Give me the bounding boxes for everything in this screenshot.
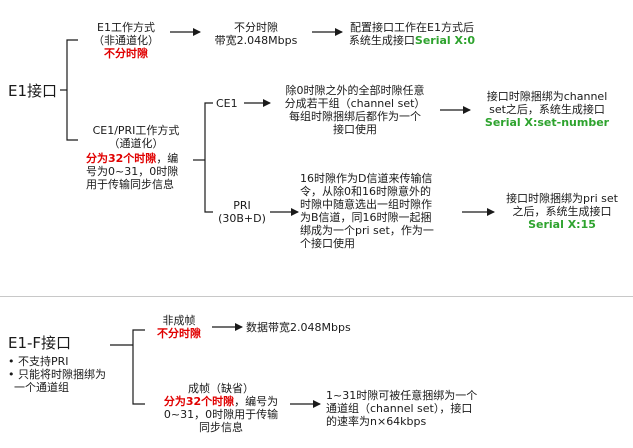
ce1-pri-mode-label: CE1/PRI工作方式 — [92, 124, 180, 137]
e1-mode-note: 不分时隙 — [104, 47, 148, 60]
e1-interface-title: E1接口 — [8, 82, 58, 100]
pri-desc-line4: 为B信道，同16时隙一起捆 — [300, 211, 432, 224]
framed-node: 成帧（缺省） 分为32个时隙，编号为 0~31，0时隙用于传输 同步信息 — [148, 382, 294, 434]
e1-mode-desc-node: 不分时隙 带宽2.048Mbps — [202, 21, 310, 47]
pri-result-line2: 之后，系统生成接口 — [512, 205, 612, 218]
unframed-result: 数据带宽2.048Mbps — [246, 321, 351, 334]
unframed-node: 非成帧 不分时隙 — [146, 314, 212, 340]
pri-label: PRI — [233, 199, 251, 212]
e1-mode-result-interface: Serial X:0 — [414, 34, 476, 47]
pri-desc-line3: 时隙中随意选出一组时隙作 — [300, 198, 432, 211]
unframed-note: 不分时隙 — [157, 327, 201, 340]
e1f-note-2: • 只能将时隙捆绑为 — [8, 368, 106, 381]
e1f-note-3: 一个通道组 — [14, 381, 69, 394]
e1-mode-desc-line2: 带宽2.048Mbps — [214, 34, 298, 47]
pri-sublabel: (30B+D) — [218, 212, 266, 225]
e1-mode-desc-line1: 不分时隙 — [234, 21, 278, 34]
e1-mode-sublabel: （非通道化） — [93, 34, 159, 47]
ce1-result-line2: set之后，系统生成接口 — [489, 103, 605, 116]
ce1-desc-line2: 分成若干组（channel set） — [284, 97, 426, 110]
e1f-branch-bracket — [132, 329, 145, 405]
pri-desc-line5: 绑成为一个pri set，作为一 — [300, 224, 434, 237]
framed-result-line2: 通道组（channel set），接口 — [326, 402, 473, 415]
ce1-pri-mode-note-red: 分为32个时隙 — [86, 152, 157, 165]
pri-desc-node: 16时隙作为D信道来传输信 令，从除0和16时隙意外的 时隙中随意选出一组时隙作… — [300, 172, 434, 250]
ce1-result-line1: 接口时隙捆绑为channel — [486, 90, 608, 103]
ce1-pri-mode-node: CE1/PRI工作方式 （通道化） — [80, 124, 192, 150]
ce1-pri-mode-note-line5: 用于传输同步信息 — [86, 178, 174, 191]
pri-desc-line2: 令，从除0和16时隙意外的 — [300, 185, 431, 198]
unframed-label: 非成帧 — [162, 314, 196, 327]
e1f-note-1: • 不支持PRI — [8, 355, 69, 368]
ce1-desc-line1: 除0时隙之外的全部时隙任意 — [285, 84, 425, 97]
ce1-pri-bracket — [204, 102, 213, 213]
e1-branch-bracket — [66, 39, 78, 141]
pri-desc-line6: 个接口使用 — [300, 237, 355, 250]
ce1-result-interface: Serial X:set-number — [484, 116, 610, 129]
ce1-pri-mode-sublabel: （通道化） — [108, 137, 164, 150]
framed-note-line3: 0~31，0时隙用于传输 — [163, 408, 279, 421]
ce1-pri-mode-note-rest: ，编 — [156, 152, 179, 165]
framed-result-line1: 1~31时隙可被任意捆绑为一个 — [326, 389, 478, 402]
ce1-pri-mode-note: 分为32个时隙，编 号为0~31，0时隙 用于传输同步信息 — [86, 152, 178, 191]
framed-note-line4: 同步信息 — [199, 421, 243, 434]
framed-label: 成帧（缺省） — [188, 382, 254, 395]
ce1-desc-node: 除0时隙之外的全部时隙任意 分成若干组（channel set） 每组时隙捆绑后… — [272, 84, 438, 136]
e1-mode-node: E1工作方式 （非通道化） 不分时隙 — [80, 21, 172, 60]
framed-note-red: 分为32个时隙 — [163, 395, 235, 408]
ce1-pri-mode-note-line4: 号为0~31，0时隙 — [86, 165, 179, 178]
e1-mode-result-node: 配置接口工作在E1方式后 系统生成接口Serial X:0 — [344, 21, 480, 47]
e1-mode-result-line1: 配置接口工作在E1方式后 — [350, 21, 474, 34]
ce1-desc-line4: 接口使用 — [333, 123, 377, 136]
ce1-label: CE1 — [216, 97, 238, 110]
pri-node: PRI (30B+D) — [216, 199, 268, 225]
pri-result-node: 接口时隙捆绑为pri set 之后，系统生成接口 Serial X:15 — [496, 192, 628, 231]
framed-note-rest: ，编号为 — [234, 395, 279, 408]
e1-mode-result-line2: 系统生成接口 — [348, 34, 415, 47]
e1f-interface-title: E1-F接口 — [8, 334, 72, 352]
ce1-desc-line3: 每组时隙捆绑后都作为一个 — [289, 110, 421, 123]
framed-result-line3: 的速率为n×64kbps — [326, 415, 427, 428]
framed-result: 1~31时隙可被任意捆绑为一个 通道组（channel set），接口 的速率为… — [326, 389, 477, 428]
e1f-notes: • 不支持PRI • 只能将时隙捆绑为 一个通道组 — [8, 355, 106, 394]
ce1-result-node: 接口时隙捆绑为channel set之后，系统生成接口 Serial X:set… — [472, 90, 622, 129]
pri-desc-line1: 16时隙作为D信道来传输信 — [300, 172, 433, 185]
section-divider — [0, 296, 633, 297]
pri-result-line1: 接口时隙捆绑为pri set — [506, 192, 618, 205]
e1-mode-label: E1工作方式 — [97, 21, 155, 34]
pri-result-interface: Serial X:15 — [528, 218, 596, 231]
